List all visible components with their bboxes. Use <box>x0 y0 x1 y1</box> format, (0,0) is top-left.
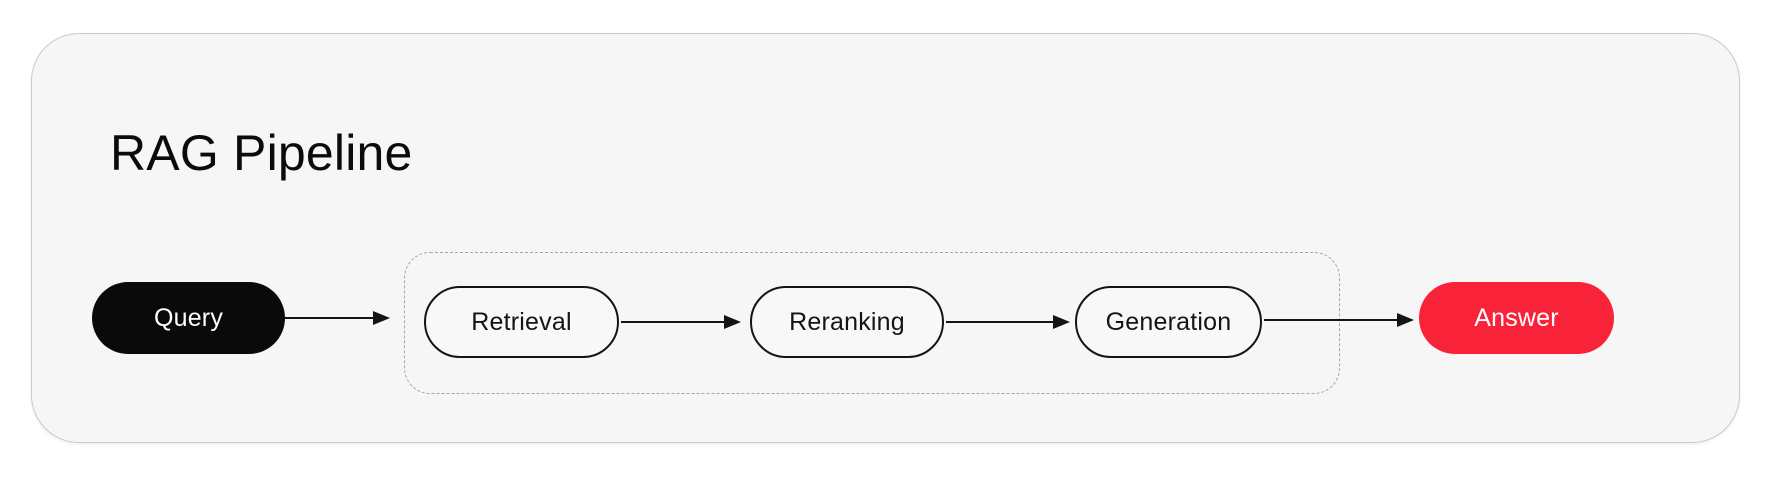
pipeline-core-group <box>404 252 1340 394</box>
node-query-label: Query <box>153 303 224 332</box>
node-generation-label: Generation <box>1105 307 1232 336</box>
node-reranking-label: Reranking <box>789 307 905 336</box>
arrow-reranking-to-generation <box>946 315 1070 329</box>
node-reranking: Reranking <box>750 286 944 358</box>
rag-pipeline-card: RAG Pipeline Query Retrieval Reranking G… <box>31 33 1740 443</box>
node-generation: Generation <box>1075 286 1262 358</box>
arrow-retrieval-to-reranking <box>621 315 741 329</box>
diagram-title: RAG Pipeline <box>110 125 413 181</box>
node-query: Query <box>92 282 285 354</box>
node-retrieval: Retrieval <box>424 286 619 358</box>
node-answer: Answer <box>1419 282 1614 354</box>
node-answer-label: Answer <box>1474 303 1559 332</box>
node-retrieval-label: Retrieval <box>471 307 572 336</box>
arrow-query-to-retrieval <box>285 311 390 325</box>
arrow-generation-to-answer <box>1264 313 1414 327</box>
